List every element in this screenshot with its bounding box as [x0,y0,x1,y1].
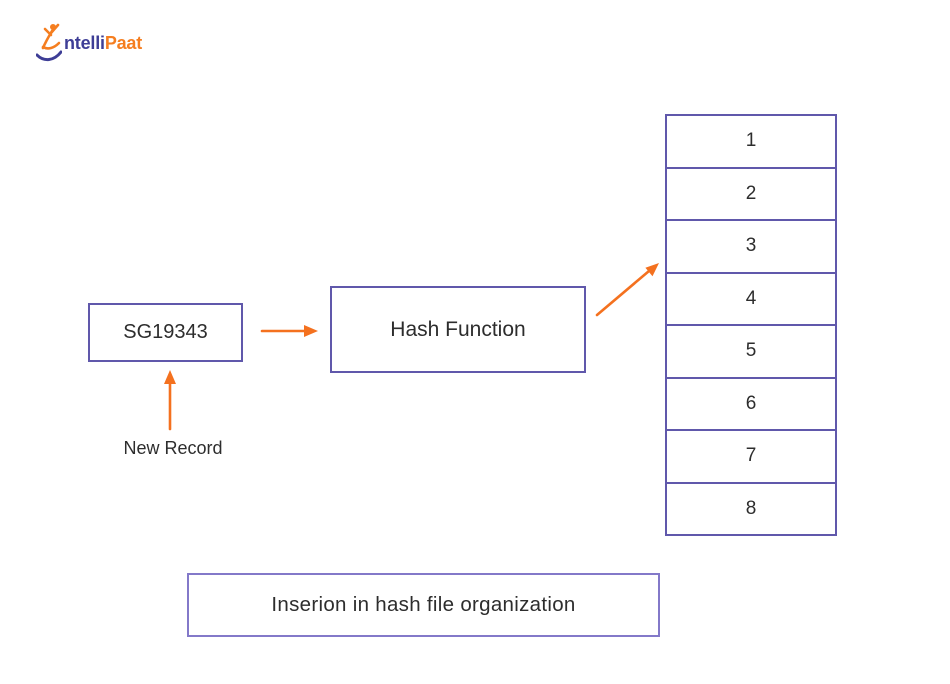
hash-function-box: Hash Function [330,286,586,373]
hash-slot-7: 7 [667,431,835,484]
hash-slot-8: 8 [745,497,757,519]
hash-slot-6: 6 [667,379,835,431]
hash-slot-5: 5 [667,326,835,379]
hash-slot-3: 3 [667,221,835,274]
hash-function-box-label: Hash Function [390,317,526,341]
logo-text-secondary: Paat [104,33,143,53]
caption-box: Inserion in hash file organization [187,573,660,637]
caption-text: Inserion in hash file organization [271,593,576,616]
hash-slot-4: 4 [667,274,835,326]
hash-table: 1 2 3 4 5 6 7 8 [665,114,837,536]
hash-slot-2: 2 [667,169,835,221]
intellipaat-logo: ntelliPaat [36,22,142,64]
arrow-new-record-up [164,370,176,431]
new-record-caption: New Record [123,438,223,458]
new-record-box-label: SG19343 [123,321,208,343]
arrow-hash-to-table [595,263,659,317]
arrow-record-to-hash [260,325,318,337]
new-record-box: SG19343 [88,303,243,362]
hash-slot-1: 1 [667,116,835,169]
logo-text-primary: ntelli [64,33,105,53]
logo-wordmark: ntelliPaat [64,33,142,54]
leaping-person-icon [36,23,62,61]
